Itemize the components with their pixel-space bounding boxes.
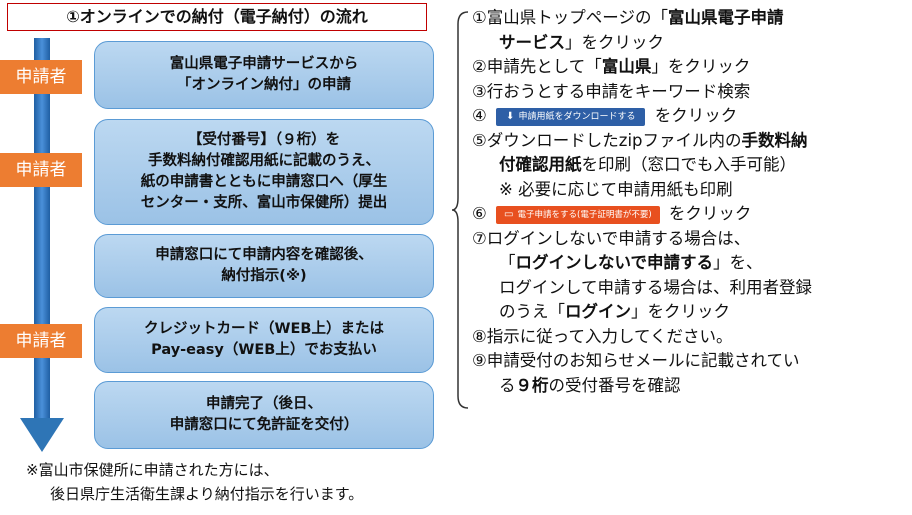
- download-form-button[interactable]: ⬇申請用紙をダウンロードする: [496, 107, 646, 126]
- flow-step-complete: 申請完了（後日、 申請窓口にて免許証を交付）: [94, 381, 434, 449]
- e-application-button[interactable]: ▭電子申請をする(電子証明書が不要): [496, 205, 660, 224]
- instruction-line: ④ ⬇申請用紙をダウンロードする をクリック: [472, 106, 738, 126]
- flow-step-payment: クレジットカード（WEB上）または Pay-easy（WEB上）でお支払い: [94, 307, 434, 373]
- timeline-arrow: [20, 38, 64, 452]
- instruction-line: のうえ「ログイン」をクリック: [499, 302, 730, 321]
- instruction-line: ②申請先として「富山県」をクリック: [472, 57, 751, 76]
- footnote: ※富山市保健所に申請された方には、 後日県庁生活衛生課より納付指示を行います。: [26, 458, 363, 506]
- instruction-line: る９桁の受付番号を確認: [499, 375, 681, 395]
- instruction-line: ログインして申請する場合は、利用者登録: [499, 277, 813, 297]
- footnote-line: 後日県庁生活衛生課より納付指示を行います。: [50, 485, 364, 503]
- role-label-applicant: 申請者: [0, 60, 82, 94]
- flow-step-payment-instruction: 申請窓口にて申請内容を確認後、 納付指示(※): [94, 234, 434, 298]
- download-icon: ⬇: [506, 110, 515, 122]
- instruction-list: ①富山県トップページの「富山県電子申請 サービス」をクリック ②申請先として「富…: [472, 6, 908, 398]
- bracket: [452, 11, 469, 409]
- role-label-applicant: 申請者: [0, 324, 82, 358]
- instruction-line: ⑥ ▭電子申請をする(電子証明書が不要) をクリック: [472, 204, 752, 224]
- instruction-line: 付確認用紙を印刷（窓口でも入手可能）: [499, 155, 796, 174]
- flow-step-submit-receipt-number: 【受付番号】（９桁）を 手数料納付確認用紙に記載のうえ、 紙の申請書とともに申請…: [94, 119, 434, 225]
- flow-step-online-application: 富山県電子申請サービスから 「オンライン納付」の申請: [94, 41, 434, 109]
- instruction-line: ③行おうとする申請をキーワード検索: [472, 81, 751, 101]
- instruction-line: ①富山県トップページの「富山県電子申請: [472, 8, 784, 27]
- monitor-icon: ▭: [504, 208, 514, 220]
- instruction-line: ⑦ログインしないで申請する場合は、: [472, 228, 751, 248]
- instruction-line: ⑤ダウンロードしたzipファイル内の手数料納: [472, 130, 808, 150]
- instruction-line: ※ 必要に応じて申請用紙も印刷: [499, 179, 733, 199]
- instruction-line: 「ログインしないで申請する」を、: [499, 253, 763, 272]
- role-label-applicant: 申請者: [0, 153, 82, 187]
- instruction-line: サービス」をクリック: [499, 32, 664, 52]
- flow-title: ①オンラインでの納付（電子納付）の流れ: [7, 3, 427, 31]
- footnote-line: ※富山市保健所に申請された方には、: [26, 461, 279, 479]
- instruction-line: ⑧指示に従って入力してください。: [472, 326, 733, 346]
- instruction-line: ⑨申請受付のお知らせメールに記載されてい: [472, 351, 800, 370]
